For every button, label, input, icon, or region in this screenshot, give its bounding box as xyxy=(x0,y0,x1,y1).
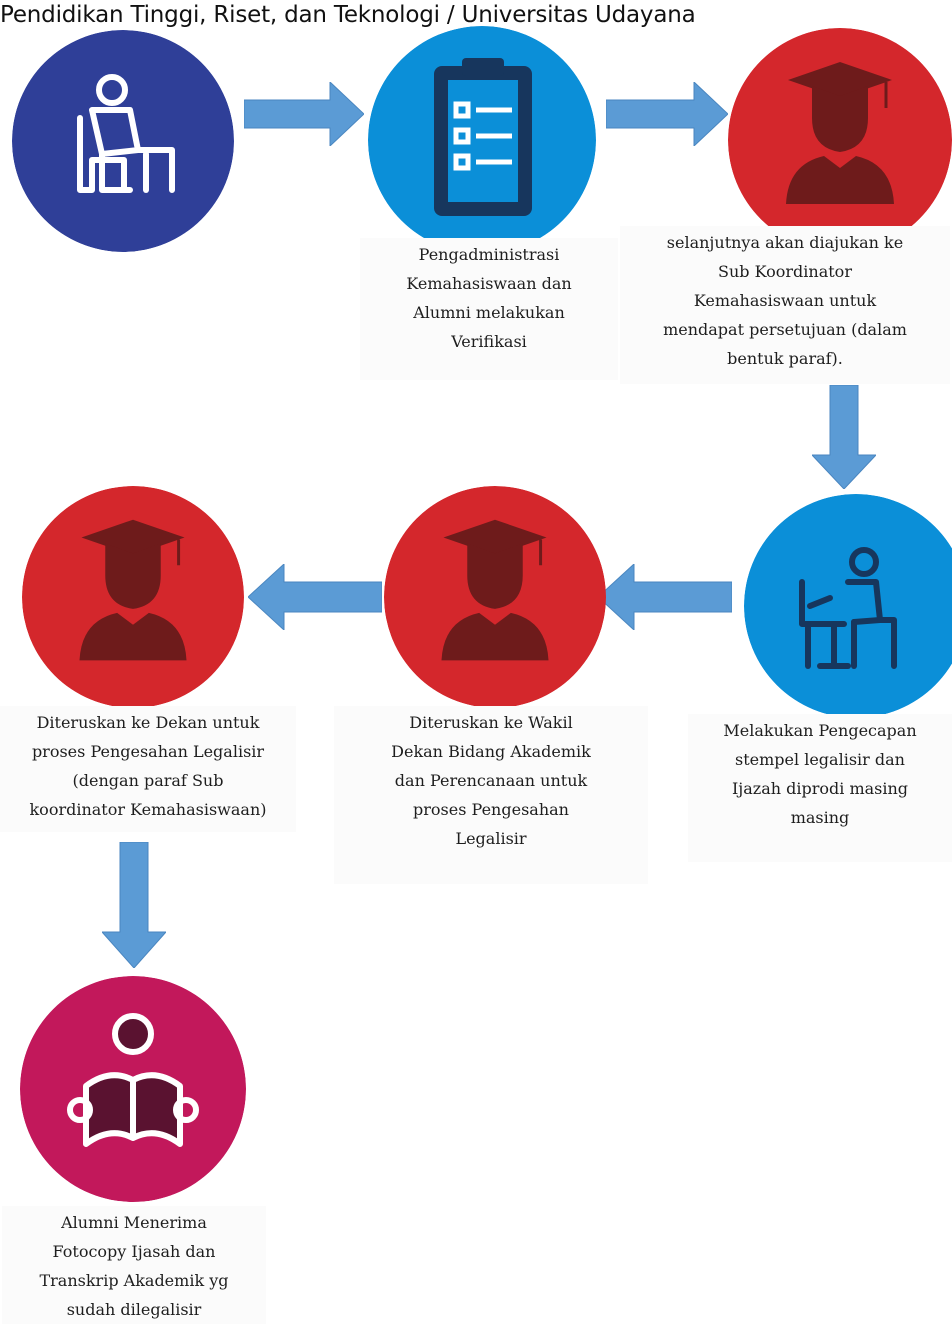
header-text: Pendidikan Tinggi, Riset, dan Teknologi … xyxy=(0,2,696,28)
step-6-line-3: (dengan paraf Sub xyxy=(72,771,224,790)
graduate-icon xyxy=(22,486,244,708)
step-5-line-5: Legalisir xyxy=(455,829,527,848)
step-3-line-4: mendapat persetujuan (dalam xyxy=(663,320,907,339)
step-5-line-1: Diteruskan ke Wakil xyxy=(409,713,573,732)
arrow-left-1 xyxy=(598,564,732,630)
step-4-line-2: stempel legalisir dan xyxy=(735,750,905,769)
seated-person-icon xyxy=(12,30,234,252)
reading-person-icon xyxy=(20,976,246,1202)
person-at-laptop-icon xyxy=(744,494,952,718)
step-1-circle xyxy=(12,30,234,252)
step-2-line-1: Pengadministrasi xyxy=(418,245,560,264)
step-7-caption: Alumni Menerima Fotocopy Ijasah dan Tran… xyxy=(2,1206,266,1324)
step-7-circle xyxy=(20,976,246,1202)
step-5-line-2: Dekan Bidang Akademik xyxy=(391,742,591,761)
step-6-circle xyxy=(22,486,244,708)
graduate-icon xyxy=(728,28,952,252)
step-2-caption: Pengadministrasi Kemahasiswaan dan Alumn… xyxy=(360,238,618,380)
arrow-down-2 xyxy=(102,842,166,968)
step-6-line-2: proses Pengesahan Legalisir xyxy=(31,742,265,761)
arrow-right-1 xyxy=(244,82,364,146)
step-6-caption: Diteruskan ke Dekan untuk proses Pengesa… xyxy=(0,706,296,832)
step-5-caption: Diteruskan ke Wakil Dekan Bidang Akademi… xyxy=(334,706,648,884)
arrow-down-1 xyxy=(812,385,876,489)
step-2-line-4: Verifikasi xyxy=(451,332,527,351)
step-2-line-2: Kemahasiswaan dan xyxy=(406,274,572,293)
step-2-circle xyxy=(368,26,596,254)
step-4-circle xyxy=(744,494,952,718)
step-3-line-5: bentuk paraf). xyxy=(727,349,843,368)
step-3-line-1: selanjutnya akan diajukan ke xyxy=(666,233,904,252)
step-7-line-2: Fotocopy Ijasah dan xyxy=(52,1242,216,1261)
step-4-line-1: Melakukan Pengecapan xyxy=(723,721,917,740)
step-6-line-1: Diteruskan ke Dekan untuk xyxy=(36,713,260,732)
step-6-line-4: koordinator Kemahasiswaan) xyxy=(29,800,267,819)
step-2-line-3: Alumni melakukan xyxy=(413,303,565,322)
step-7-line-4: sudah dilegalisir xyxy=(66,1300,202,1319)
step-5-line-3: dan Perencanaan untuk xyxy=(394,771,588,790)
step-5-circle xyxy=(384,486,606,708)
step-3-line-3: Kemahasiswaan untuk xyxy=(693,291,877,310)
step-7-line-3: Transkrip Akademik yg xyxy=(39,1271,229,1290)
step-5-line-4: proses Pengesahan xyxy=(413,800,569,819)
step-4-caption: Melakukan Pengecapan stempel legalisir d… xyxy=(688,714,952,862)
graduate-icon xyxy=(384,486,606,708)
clipboard-checklist-icon xyxy=(368,26,596,254)
step-3-circle xyxy=(728,28,952,252)
arrow-left-2 xyxy=(248,564,382,630)
arrow-right-2 xyxy=(606,82,728,146)
step-3-caption: selanjutnya akan diajukan ke Sub Koordin… xyxy=(620,226,950,384)
step-3-line-2: Sub Koordinator xyxy=(718,262,852,281)
step-4-line-3: Ijazah diprodi masing xyxy=(731,779,909,798)
step-4-line-4: masing xyxy=(790,808,850,827)
step-7-line-1: Alumni Menerima xyxy=(61,1213,207,1232)
